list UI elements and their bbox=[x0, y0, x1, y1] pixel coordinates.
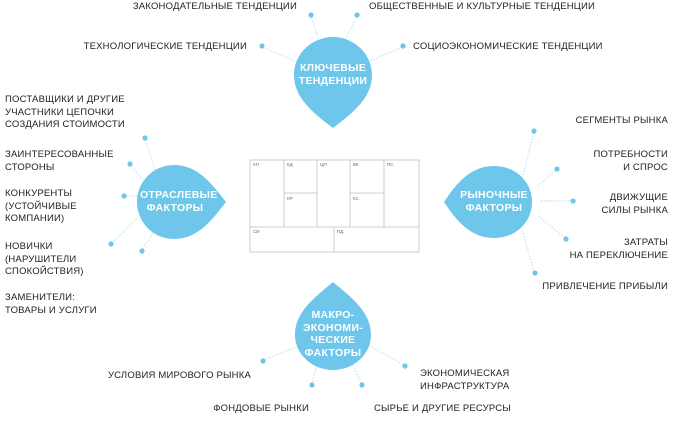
bottom-drop-shape bbox=[295, 282, 371, 370]
top-drop-shape bbox=[294, 37, 372, 128]
bottom-item-economic-infrastructure: ЭКОНОМИЧЕСКАЯ ИНФРАСТРУКТУРА bbox=[420, 368, 510, 392]
left-item-competitors: КОНКУРЕНТЫ (УСТОЙЧИВЫЕ КОМПАНИИ) bbox=[5, 188, 77, 224]
connector-dots bbox=[108, 12, 576, 388]
left-group-title: ОТРАСЛЕВЫЕ ФАКТОРЫ bbox=[140, 189, 218, 214]
right-item-needs-demand: ПОТРЕБНОСТИ И СПРОС bbox=[593, 149, 668, 173]
right-item-switching-costs: ЗАТРАТЫ НА ПЕРЕКЛЮЧЕНИЕ bbox=[569, 237, 668, 261]
connector-lines bbox=[111, 15, 572, 385]
right-group-title: РЫНОЧНЫЕ ФАКТОРЫ bbox=[460, 189, 528, 214]
business-model-canvas bbox=[249, 159, 420, 253]
left-item-newcomers: НОВИЧКИ (НАРУШИТЕЛИ СПОКОЙСТВИЯ) bbox=[5, 241, 84, 277]
canvas-cell-si: СИ bbox=[253, 229, 260, 234]
canvas-cell-vk: ВК bbox=[353, 162, 359, 167]
top-item-social-cultural-trends: ОБЩЕСТВЕННЫЕ И КУЛЬТУРНЫЕ ТЕНДЕНЦИИ bbox=[369, 1, 596, 12]
right-item-market-drivers: ДВИЖУЩИЕ СИЛЫ РЫНКА bbox=[601, 192, 668, 216]
left-item-suppliers: ПОСТАВЩИКИ И ДРУГИЕ УЧАСТНИКИ ЦЕПОЧКИ СО… bbox=[5, 94, 125, 130]
canvas-cell-kr: КР bbox=[287, 196, 293, 201]
left-drop-shape bbox=[137, 165, 226, 239]
top-item-legislative-trends: ЗАКОНОДАТЕЛЬНЫЕ ТЕНДЕНЦИИ bbox=[132, 1, 297, 12]
bottom-item-global-market-conditions: УСЛОВИЯ МИРОВОГО РЫНКА bbox=[107, 370, 251, 381]
canvas-cell-ks: КС bbox=[353, 196, 359, 201]
canvas-cell-pd: ПД bbox=[337, 229, 344, 234]
bottom-group-title: МАКРО- ЭКОНОМИ- ЧЕСКИЕ ФАКТОРЫ bbox=[303, 309, 363, 359]
top-item-technology-trends: ТЕХНОЛОГИЧЕСКИЕ ТЕНДЕНЦИИ bbox=[83, 41, 247, 52]
canvas-cell-kp: КП bbox=[253, 162, 259, 167]
canvas-cell-cp: ЦП bbox=[320, 162, 327, 167]
top-group-title: КЛЮЧЕВЫЕ ТЕНДЕНЦИИ bbox=[298, 62, 368, 87]
bottom-item-commodities-resources: СЫРЬЕ И ДРУГИЕ РЕСУРСЫ bbox=[374, 403, 511, 414]
bottom-item-capital-markets: ФОНДОВЫЕ РЫНКИ bbox=[213, 403, 309, 414]
canvas-cell-kd: КД bbox=[287, 162, 293, 167]
left-item-stakeholders: ЗАИНТЕРЕСОВАННЫЕ СТОРОНЫ bbox=[5, 149, 114, 173]
top-item-socioeconomic-trends: СОЦИОЭКОНОМИЧЕСКИЕ ТЕНДЕНЦИИ bbox=[413, 41, 603, 52]
right-item-market-segments: СЕГМЕНТЫ РЫНКА bbox=[575, 115, 668, 126]
canvas-cell-ps: ПС bbox=[387, 162, 394, 167]
left-item-substitutes: ЗАМЕНИТЕЛИ: ТОВАРЫ И УСЛУГИ bbox=[5, 292, 97, 316]
right-item-revenue-attractiveness: ПРИВЛЕЧЕНИЕ ПРИБЫЛИ bbox=[542, 281, 668, 292]
right-drop-shape bbox=[444, 166, 532, 238]
